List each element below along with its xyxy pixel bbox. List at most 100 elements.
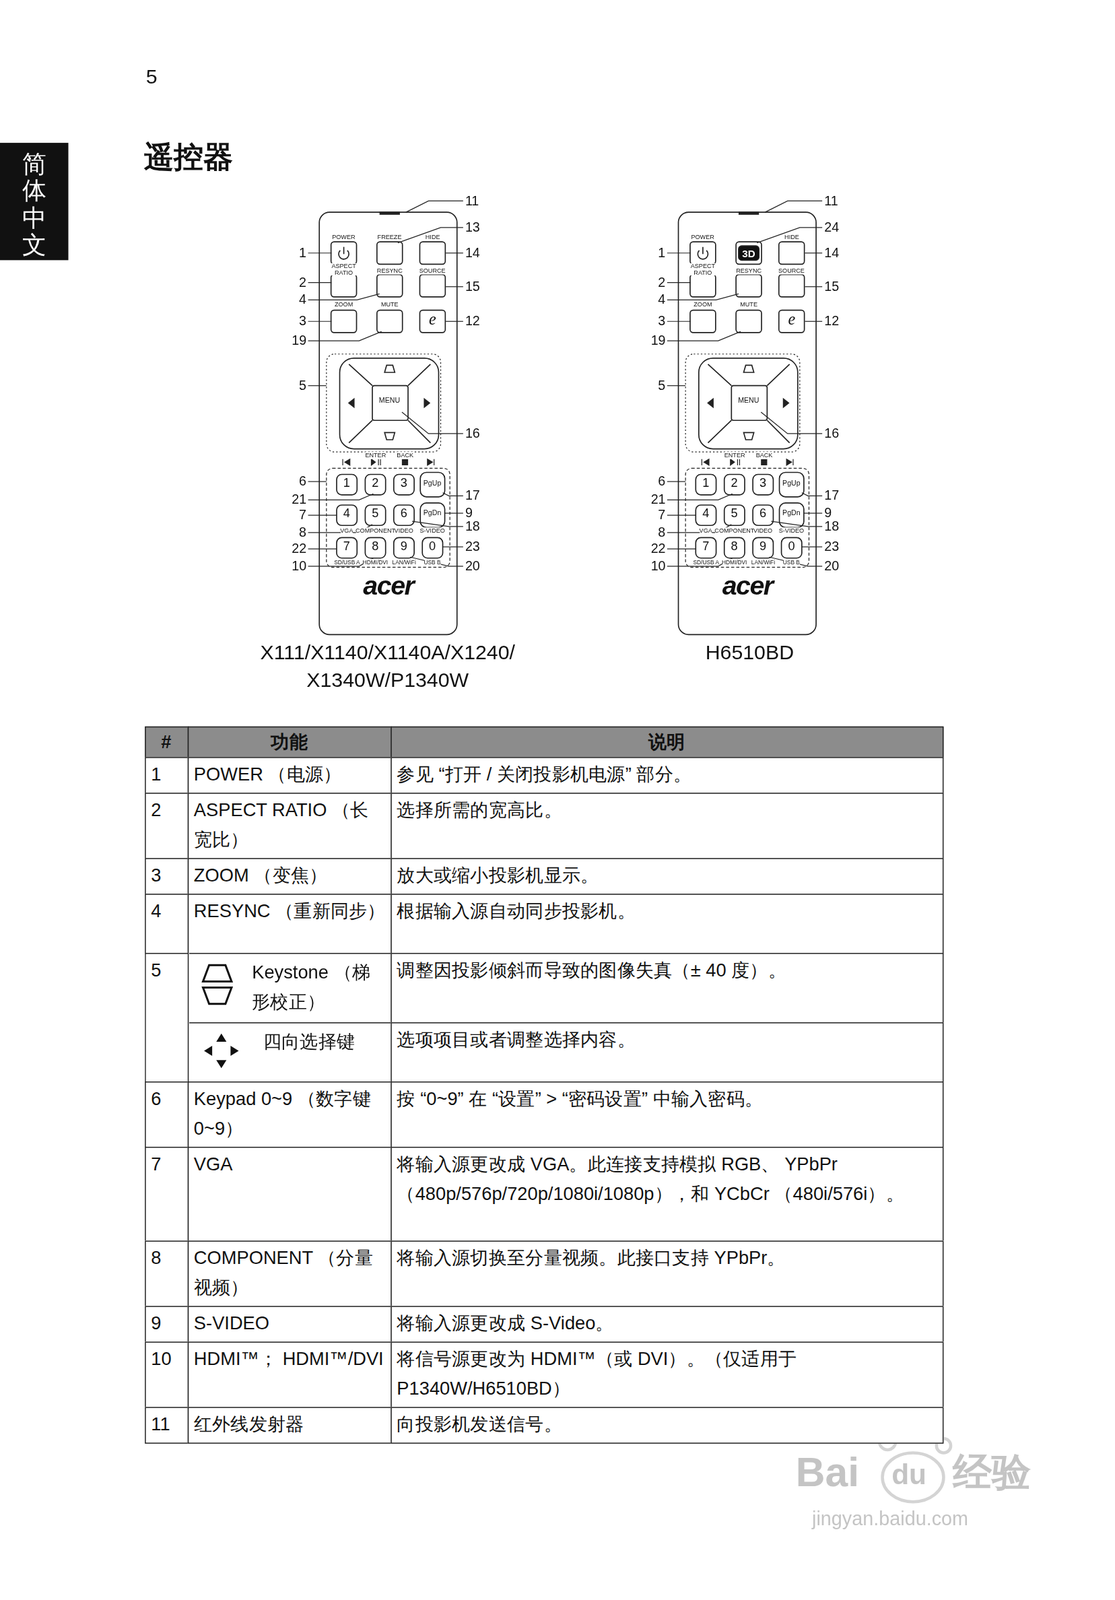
ir-emitter [738, 211, 759, 215]
table-cell: HDMI™； HDMI™/DVI [193, 1344, 387, 1375]
button-label: 4 [702, 507, 709, 522]
button-label: MUTE [381, 300, 399, 308]
button-label: USB B [783, 558, 800, 566]
leader-line [760, 412, 823, 434]
keypad-region [685, 467, 809, 567]
button-label: POWER [331, 233, 355, 241]
keystone-icon [188, 954, 246, 1018]
media-symbol [402, 459, 409, 466]
leader-line [308, 481, 327, 483]
leader-line [801, 546, 823, 547]
button-label: 7 [702, 539, 709, 554]
table-cell: RESYNC （重新同步） [193, 896, 387, 927]
menu-button [372, 385, 409, 421]
table-cell: 四向选择键 [263, 1027, 387, 1058]
leader-line [667, 293, 739, 300]
table-cell-box: 向投影机发送信号。 [390, 1406, 944, 1444]
leader-line [308, 385, 327, 386]
table-cell-box: 10 [144, 1341, 189, 1408]
table-cell: 5 [150, 956, 186, 986]
watermark: du [891, 1459, 927, 1493]
callout-number: 19 [291, 333, 307, 348]
button-label: PgDn [423, 509, 442, 518]
callout-number: 10 [651, 558, 666, 573]
button-label: BACK [396, 451, 414, 459]
remote-button [735, 310, 762, 333]
callout-number: 12 [465, 314, 481, 329]
button-label: 7 [343, 539, 351, 554]
button-label: 3 [759, 476, 767, 491]
leader-line [667, 331, 741, 341]
table-cell-box: S-VIDEO [187, 1305, 392, 1343]
table-cell-box: ZOOM （变焦） [187, 857, 392, 895]
button-label: MUTE [739, 300, 758, 308]
button-label: POWER [690, 233, 714, 241]
table-cell: ZOOM （变焦） [193, 861, 387, 891]
table-cell: 放大或缩小投影机显示。 [396, 861, 939, 891]
power-symbol [702, 247, 704, 255]
leader-line [308, 331, 382, 341]
table-cell: 将输入源更改成 S-Video。 [396, 1308, 939, 1339]
table-cell: 参见 “打开 / 关闭投影机电源” 部分。 [396, 760, 939, 790]
leader-line [768, 556, 823, 567]
table-cell-box: 红外线发射器 [187, 1406, 392, 1444]
model-caption: X111/X1140/X1140A/X1240/ X1340W/P1340W [234, 638, 541, 694]
number-button [695, 537, 716, 558]
table-cell: 将输入源切换至分量视频。此接口支持 YPbPr。 [396, 1243, 939, 1274]
table-cell: 选项项目或者调整选择内容。 [396, 1025, 939, 1056]
number-button [695, 504, 716, 526]
remote-control [667, 200, 823, 635]
button-label: MENU [737, 396, 759, 405]
leader-line [412, 521, 464, 527]
button-label: 5 [731, 507, 738, 522]
leader-line [397, 227, 464, 244]
button-label: PgDn [782, 509, 801, 518]
table-cell: 4 [150, 896, 184, 927]
button-label: HIDE [425, 233, 441, 241]
table-cell-box: 9 [144, 1305, 189, 1343]
leader-line [308, 252, 332, 254]
leader-line [770, 521, 823, 527]
leader-line [667, 385, 686, 386]
leader-line [445, 252, 464, 254]
table-cell: 按 “0~9” 在 “设置” > “密码设置” 中输入密码。 [396, 1084, 939, 1115]
button-label: LAN/WiFi [751, 558, 775, 566]
leader-line [308, 321, 332, 322]
table-cell-box: 根据输入源自动同步投影机。 [390, 893, 944, 954]
callout-number: 15 [824, 279, 839, 294]
leader-line [308, 548, 337, 550]
callout-number: 18 [465, 519, 481, 534]
leader-line [801, 492, 823, 497]
remote-button [690, 274, 716, 297]
callout-number: 5 [657, 378, 666, 393]
button-label: FREEZE [377, 233, 402, 241]
table-header: # [146, 727, 188, 757]
callout-number: 24 [824, 220, 839, 235]
table-cell-box: VGA [187, 1146, 392, 1242]
leader-line [443, 546, 464, 547]
number-button [364, 537, 386, 558]
model-caption: H6510BD [705, 638, 794, 666]
button-label: PgUp [782, 479, 801, 488]
table-cell-box: 5 [144, 952, 189, 1083]
callout-number: 9 [824, 505, 832, 520]
table-cell-box: 调整因投影倾斜而导致的图像失真（± 40 度）。 [390, 952, 944, 1024]
callout-number: 17 [465, 488, 481, 503]
button-label: 9 [400, 539, 408, 554]
button-label: ENTER [364, 451, 386, 459]
table-cell-box: 将输入源更改成 S-Video。 [390, 1305, 944, 1343]
button-label: 3 [400, 476, 408, 491]
table-cell-box: ASPECT RATIO （长宽比） [187, 792, 392, 859]
leader-line [667, 515, 696, 516]
number-button [393, 474, 415, 495]
number-button [752, 504, 773, 526]
table-cell: 8 [150, 1243, 184, 1274]
remote-button [419, 310, 446, 333]
table-cell: POWER （电源） [193, 760, 387, 790]
brand-logo: acer [722, 570, 773, 602]
leader-line [804, 252, 823, 254]
callout-number: 7 [298, 508, 307, 523]
table-cell-box: 11 [144, 1406, 189, 1444]
table-cell: ASPECT RATIO （长宽比） [193, 795, 387, 856]
